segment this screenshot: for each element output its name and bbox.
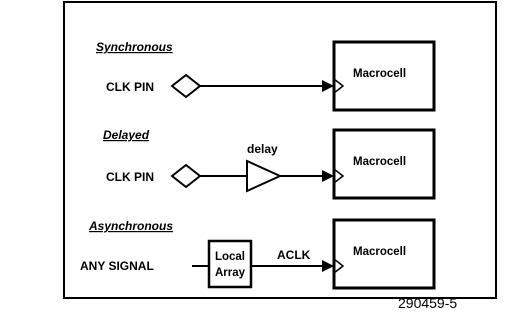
clk-pin-diamond-2 — [170, 163, 202, 189]
section-title-synchronous: Synchronous — [96, 40, 173, 54]
arrowhead-3 — [322, 260, 334, 272]
clk-pin-label-2: CLK PIN — [106, 170, 154, 184]
clk-pin-diamond-1 — [170, 73, 202, 99]
section-title-asynchronous: Asynchronous — [88, 219, 173, 233]
any-signal-label: ANY SIGNAL — [80, 259, 154, 273]
delay-buffer-triangle — [246, 159, 283, 193]
figure-id: 290459-5 — [398, 295, 457, 311]
arrowhead-2 — [322, 170, 334, 182]
local-array-label-line1: Local — [215, 251, 245, 263]
clock-input-marker-1 — [333, 78, 345, 94]
macrocell-box-1 — [332, 40, 436, 112]
clock-input-marker-2 — [333, 168, 345, 184]
macrocell-label-3: Macrocell — [353, 246, 406, 258]
clk-pin-label-1: CLK PIN — [106, 80, 154, 94]
clock-input-marker-3 — [333, 258, 345, 274]
figure-frame — [63, 1, 497, 299]
section-title-delayed: Delayed — [103, 128, 150, 142]
delay-label: delay — [247, 142, 278, 156]
aclk-label: ACLK — [277, 248, 311, 262]
macrocell-box-3 — [332, 218, 436, 290]
local-array-label-line2: Array — [215, 267, 246, 279]
local-array-box — [207, 239, 253, 289]
macrocell-label-1: Macrocell — [353, 68, 406, 80]
macrocell-label-2: Macrocell — [353, 156, 406, 168]
arrowhead-1 — [322, 80, 334, 92]
macrocell-box-2 — [332, 128, 436, 200]
